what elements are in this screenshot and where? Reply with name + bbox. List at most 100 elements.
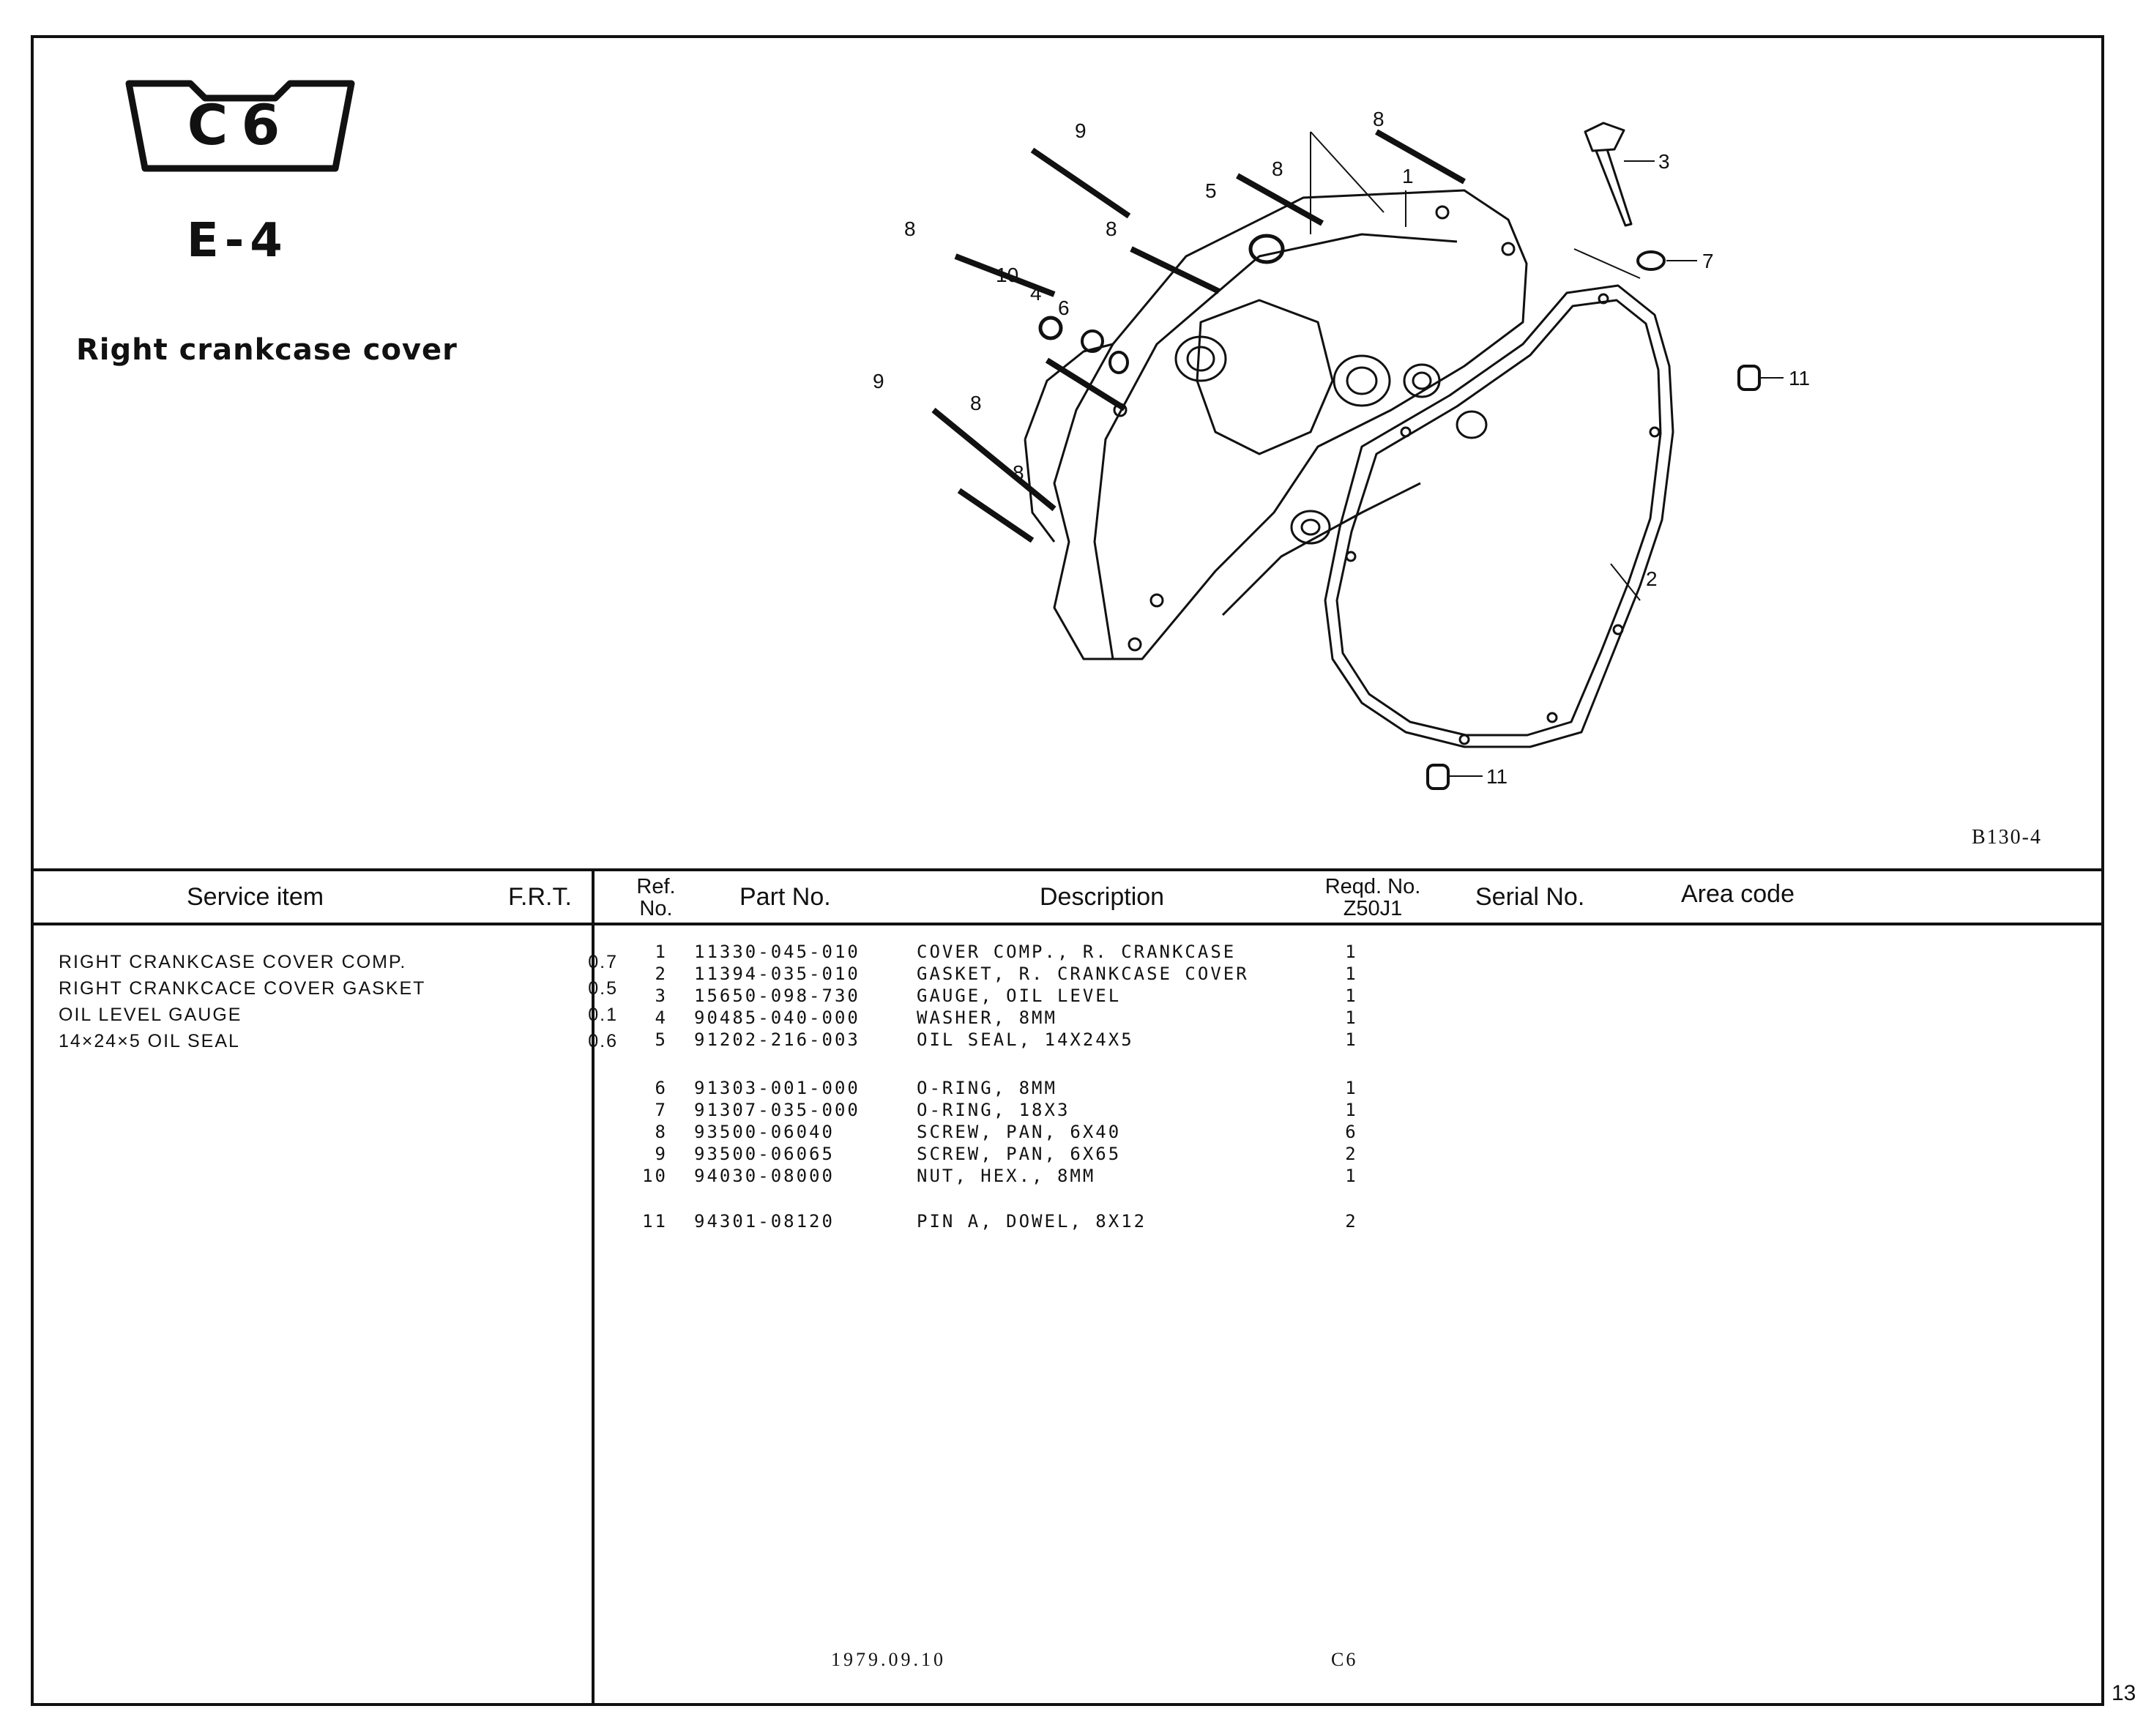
part-number: 94301-08120 xyxy=(694,1211,835,1232)
page-number: 13 xyxy=(2112,1681,2136,1705)
service-item-header: Service item xyxy=(187,883,324,911)
section-code: E-4 xyxy=(187,214,288,268)
parts-row: 5 91202-216-003 OIL SEAL, 14X24X5 1 xyxy=(630,1029,1435,1051)
ref-label-8b: 8 xyxy=(1272,157,1283,180)
ref-no: 5 xyxy=(655,1029,668,1050)
parts-row: 3 15650-098-730 GAUGE, OIL LEVEL 1 xyxy=(630,986,1435,1007)
small-parts-icon xyxy=(1038,234,1761,790)
ref-label-11a: 11 xyxy=(1789,367,1810,390)
part-number: 91307-035-000 xyxy=(694,1100,860,1120)
parts-row: 11 94301-08120 PIN A, DOWEL, 8X12 2 xyxy=(630,1211,1435,1233)
service-item-name: OIL LEVEL GAUGE xyxy=(59,1005,242,1025)
ref-label-8d: 8 xyxy=(1106,217,1117,240)
parts-row: 8 93500-06040 SCREW, PAN, 6X40 6 xyxy=(630,1122,1435,1144)
part-description: WASHER, 8MM xyxy=(917,1007,1057,1028)
ref-label-7: 7 xyxy=(1702,250,1714,272)
required-qty: 1 xyxy=(1345,1166,1358,1186)
parts-row: 7 91307-035-000 O-RING, 18X3 1 xyxy=(630,1100,1435,1122)
ref-label-6: 6 xyxy=(1058,297,1070,319)
required-qty: 2 xyxy=(1345,1144,1358,1164)
leader-lines xyxy=(1310,131,1784,777)
part-description: OIL SEAL, 14X24X5 xyxy=(917,1029,1134,1050)
frt-header: F.R.T. xyxy=(508,883,572,911)
required-qty: 2 xyxy=(1345,1211,1358,1232)
part-description: GAUGE, OIL LEVEL xyxy=(917,986,1122,1006)
required-qty: 1 xyxy=(1345,1100,1358,1120)
description-header: Description xyxy=(1040,883,1165,911)
ref-no: 4 xyxy=(655,1007,668,1028)
part-description: NUT, HEX., 8MM xyxy=(917,1166,1096,1186)
diagram-code: B130-4 xyxy=(1972,826,2042,849)
service-item-name: 14×24×5 OIL SEAL xyxy=(59,1031,240,1051)
parts-row: 10 94030-08000 NUT, HEX., 8MM 1 xyxy=(630,1166,1435,1188)
publication-date: 1979.09.10 xyxy=(831,1649,946,1670)
parts-row: 2 11394-035-010 GASKET, R. CRANKCASE COV… xyxy=(630,964,1435,986)
required-qty: 1 xyxy=(1345,942,1358,962)
ref-label-10: 10 xyxy=(996,264,1018,286)
ref-label-4: 4 xyxy=(1030,282,1042,305)
exploded-parts-diagram: 1 2 3 4 5 6 7 8 8 8 8 8 8 9 9 10 11 11 xyxy=(873,108,1810,790)
ref-no: 8 xyxy=(655,1122,668,1142)
section-badge-text: C6 xyxy=(187,92,294,157)
part-description: SCREW, PAN, 6X65 xyxy=(917,1144,1122,1164)
part-description: PIN A, DOWEL, 8X12 xyxy=(917,1211,1147,1232)
part-number: 11394-035-010 xyxy=(694,964,860,984)
ref-label-8f: 8 xyxy=(1013,461,1024,484)
ref-no: 3 xyxy=(655,986,668,1006)
ref-no: 9 xyxy=(655,1144,668,1164)
part-number: 11330-045-010 xyxy=(694,942,860,962)
required-qty: 1 xyxy=(1345,986,1358,1006)
part-number: 91202-216-003 xyxy=(694,1029,860,1050)
required-qty: 6 xyxy=(1345,1122,1358,1142)
ref-no-header: Ref. No. xyxy=(636,875,676,920)
ref-label-3: 3 xyxy=(1658,150,1670,173)
ref-label-1: 1 xyxy=(1402,165,1414,187)
part-number: 91303-001-000 xyxy=(694,1078,860,1098)
ref-label-9a: 9 xyxy=(1075,119,1087,142)
service-item-frt: 0.7 xyxy=(588,952,618,972)
service-item-frt: 0.5 xyxy=(588,978,618,999)
service-item-row: RIGHT CRANKCASE COVER COMP. 0.7 xyxy=(59,952,616,978)
crankcase-cover-icon xyxy=(1024,189,1528,660)
ref-label-9b: 9 xyxy=(873,370,884,392)
table-header-divider xyxy=(31,923,2104,925)
service-item-row: OIL LEVEL GAUGE 0.1 xyxy=(59,1005,616,1031)
parts-row: 4 90485-040-000 WASHER, 8MM 1 xyxy=(630,1007,1435,1029)
ref-label-8a: 8 xyxy=(1373,108,1385,130)
area-code-header: Area code xyxy=(1681,880,1795,908)
parts-row: 9 93500-06065 SCREW, PAN, 6X65 2 xyxy=(630,1144,1435,1166)
section-badge: C6 xyxy=(123,76,357,180)
service-item-name: RIGHT CRANKCASE COVER COMP. xyxy=(59,952,407,972)
page-title: Right crankcase cover xyxy=(76,333,458,367)
part-number: 93500-06040 xyxy=(694,1122,835,1142)
part-description: O-RING, 8MM xyxy=(917,1078,1057,1098)
part-description: SCREW, PAN, 6X40 xyxy=(917,1122,1122,1142)
part-no-header: Part No. xyxy=(739,883,831,911)
ref-label-11b: 11 xyxy=(1486,765,1508,788)
part-description: COVER COMP., R. CRANKCASE xyxy=(917,942,1237,962)
ref-no: 1 xyxy=(655,942,668,962)
part-number: 90485-040-000 xyxy=(694,1007,860,1028)
reqd-no-header: Reqd. No. Z50J1 xyxy=(1324,875,1421,920)
table-column-divider xyxy=(592,868,595,1706)
required-qty: 1 xyxy=(1345,1029,1358,1050)
ref-label-8c: 8 xyxy=(904,217,916,240)
part-number: 15650-098-730 xyxy=(694,986,860,1006)
pan-screw-icon xyxy=(931,129,1466,543)
part-description: GASKET, R. CRANKCASE COVER xyxy=(917,964,1249,984)
parts-row: 6 91303-001-000 O-RING, 8MM 1 xyxy=(630,1078,1435,1100)
ref-label-8e: 8 xyxy=(970,392,982,414)
service-item-frt: 0.6 xyxy=(588,1031,618,1051)
parts-row: 1 11330-045-010 COVER COMP., R. CRANKCAS… xyxy=(630,942,1435,964)
ref-no: 2 xyxy=(655,964,668,984)
ref-no: 6 xyxy=(655,1078,668,1098)
serial-no-header: Serial No. xyxy=(1475,883,1585,911)
oil-level-gauge-icon xyxy=(1584,122,1633,227)
ref-label-2: 2 xyxy=(1646,567,1658,590)
ref-label-5: 5 xyxy=(1205,179,1217,202)
service-item-frt: 0.1 xyxy=(588,1005,618,1025)
part-description: O-RING, 18X3 xyxy=(917,1100,1070,1120)
ref-no: 10 xyxy=(642,1166,668,1186)
badge-frame-icon xyxy=(125,80,355,172)
part-number: 93500-06065 xyxy=(694,1144,835,1164)
